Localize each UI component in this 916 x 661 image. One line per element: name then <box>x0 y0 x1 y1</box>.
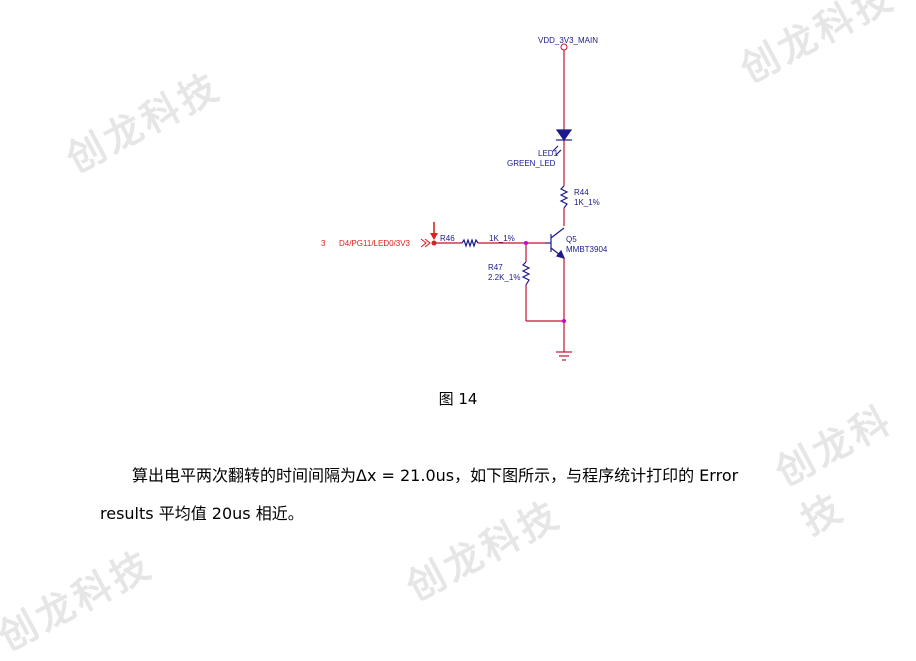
r47-value: 2.2K_1% <box>488 273 520 282</box>
off-page-connector-icon <box>420 238 431 248</box>
r46-value: 1K_1% <box>489 234 515 243</box>
input-net-label: D4/PG11/LED0/3V3 <box>339 239 411 248</box>
resistor-r44 <box>559 185 569 209</box>
led-ref: LED1 <box>538 149 559 158</box>
junction-dot <box>524 241 528 245</box>
probe-arrow-icon <box>430 222 438 240</box>
paragraph-line: 算出电平两次翻转的时间间隔为Δx = 21.0us，如下图所示，与程序统计打印的… <box>132 466 739 485</box>
watermark: 创龙科技 <box>399 491 569 610</box>
r46-ref: R46 <box>440 234 455 243</box>
r44-ref: R44 <box>574 188 589 197</box>
ground-icon <box>556 351 572 361</box>
resistor-r47 <box>521 261 531 286</box>
junction-dot <box>562 319 566 323</box>
resistor-r46 <box>461 238 479 248</box>
r44-value: 1K_1% <box>574 198 600 207</box>
figure-caption: 图 14 <box>438 390 478 408</box>
power-port <box>560 43 568 51</box>
led-value: GREEN_LED <box>507 159 556 168</box>
circuit-schematic: VDD_3V3_MAIN LED1 GREEN_LED R44 1K_1% Q5… <box>321 36 608 361</box>
paragraph-line: results 平均值 20us 相近。 <box>100 504 304 523</box>
transistor-q5 <box>545 227 566 259</box>
watermark: 创龙科技 <box>0 541 161 660</box>
input-pin-number: 3 <box>321 239 326 248</box>
power-net-label: VDD_3V3_MAIN <box>538 36 598 45</box>
wires <box>436 50 565 352</box>
led-symbol <box>552 129 573 156</box>
q5-ref: Q5 <box>566 235 577 244</box>
q5-value: MMBT3904 <box>566 245 608 254</box>
r47-ref: R47 <box>488 263 503 272</box>
probe-node <box>431 240 437 246</box>
